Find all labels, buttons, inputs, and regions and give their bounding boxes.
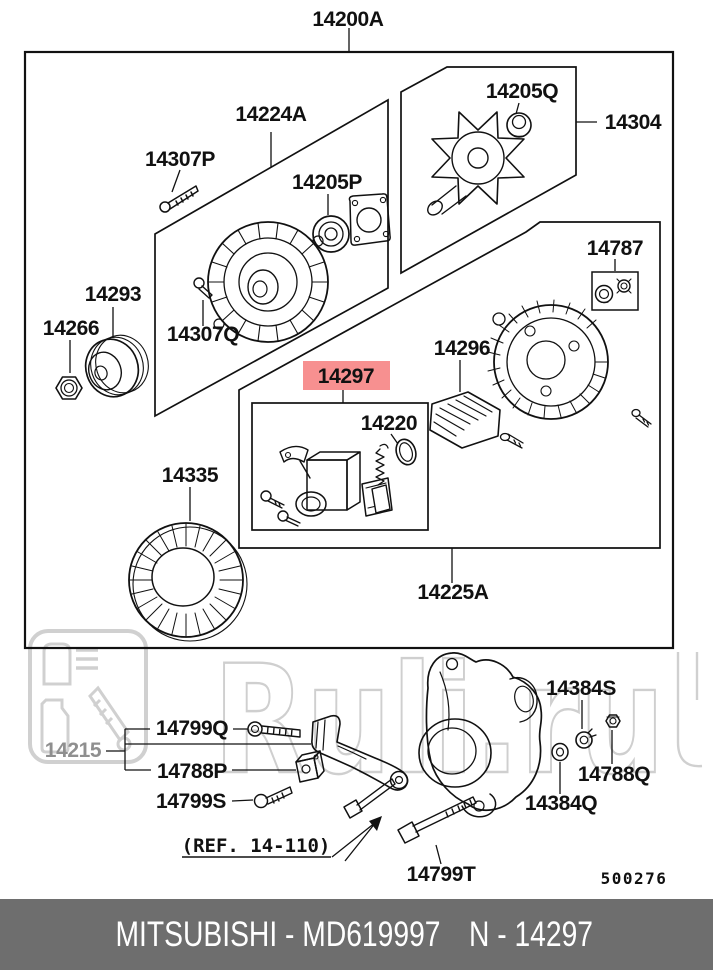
pulley-nut-drawing — [55, 376, 83, 400]
footer-brand-code: MITSUBISHI - MD619997 — [116, 915, 441, 954]
part-label-14205q: 14205Q — [486, 80, 558, 103]
nut-drawing — [605, 714, 621, 728]
part-label-14200a: 14200A — [312, 8, 383, 31]
part-label-14307q: 14307Q — [167, 323, 239, 346]
ref-arrow-lines — [331, 821, 377, 862]
front-housing-panel — [154, 98, 389, 418]
rectifier-drawing — [429, 391, 524, 449]
part-label-14224a: 14224A — [235, 103, 306, 126]
lock-washer-drawing — [575, 728, 597, 749]
slip-ring-parts-drawing — [594, 278, 632, 304]
brush-drawing — [371, 443, 391, 514]
drawing-number: 500276 — [601, 869, 668, 888]
slip-ring-box — [591, 271, 639, 311]
leader-lines — [69, 28, 616, 865]
front-bearing-drawing — [312, 215, 350, 253]
part-label-14799s: 14799S — [156, 790, 226, 813]
brush-holder-drawing — [260, 445, 393, 527]
adjust-arm-drawing — [311, 714, 409, 791]
part-label-14215: 14215 — [45, 739, 102, 762]
part-label-14335: 14335 — [162, 464, 219, 487]
part-label-14296: 14296 — [434, 337, 490, 360]
rear-screw-drawing — [631, 408, 652, 428]
highlighted-part-label: 14297 — [303, 361, 390, 390]
part-label-14266: 14266 — [43, 317, 99, 340]
part-label-14205p: 14205P — [292, 171, 362, 194]
highlight-box — [303, 361, 390, 390]
rear-housing-panel — [238, 221, 661, 549]
through-bolt-drawing — [159, 185, 199, 213]
mount-bracket-drawing — [418, 652, 543, 818]
watermark-edge-letter — [676, 652, 703, 768]
pivot-bolt-drawing — [253, 786, 293, 809]
part-label-14799q: 14799Q — [156, 717, 228, 740]
ref-note: (REF. 14-110) — [182, 835, 331, 857]
stator-drawing — [128, 522, 248, 642]
part-label-14297: 14297 — [318, 365, 374, 388]
ruli-logo-icon — [28, 629, 148, 764]
part-label-14384q: 14384Q — [525, 792, 597, 815]
rotor-drawing — [427, 111, 525, 216]
housing-screw-drawing — [193, 277, 213, 299]
rotor-panel — [400, 66, 577, 275]
pulley-drawing — [84, 334, 149, 398]
rear-housing-drawing — [487, 299, 609, 420]
part-label-14787: 14787 — [587, 237, 643, 260]
long-bolt-drawing — [397, 796, 477, 844]
front-housing-drawing — [207, 221, 329, 343]
rear-bearing-drawing — [506, 112, 532, 138]
adjust-bolt-drawing — [247, 721, 301, 738]
part-label-14384s: 14384S — [546, 677, 616, 700]
part-label-14788q: 14788Q — [578, 763, 650, 786]
part-label-14225a: 14225A — [417, 581, 488, 604]
part-label-14788p: 14788P — [157, 760, 227, 783]
part-drawings — [55, 111, 652, 844]
part-label-14307p: 14307P — [145, 148, 215, 171]
footer-part-ref: N - 14297 — [469, 915, 593, 954]
part-label-14799t: 14799T — [407, 863, 476, 886]
footer-bar: MITSUBISHI - MD619997 N - 14297 — [0, 899, 713, 970]
footer-background — [0, 899, 713, 970]
ref-bolt-drawing — [343, 778, 396, 819]
bearing-plate-drawing — [348, 193, 391, 246]
ref-arrowhead — [369, 816, 382, 831]
part-label-14220: 14220 — [361, 412, 417, 435]
o-ring-drawing — [395, 438, 417, 466]
brush-holder-box — [251, 402, 429, 531]
part-label-14304: 14304 — [605, 111, 662, 134]
frame-boxes — [23, 50, 675, 650]
part-labels: 14200A 14224A 14307P 14205P 14205Q 14304… — [43, 8, 668, 888]
washer-drawing — [551, 742, 569, 762]
spacer-block-drawing — [295, 750, 325, 783]
part-label-14293: 14293 — [85, 283, 141, 306]
